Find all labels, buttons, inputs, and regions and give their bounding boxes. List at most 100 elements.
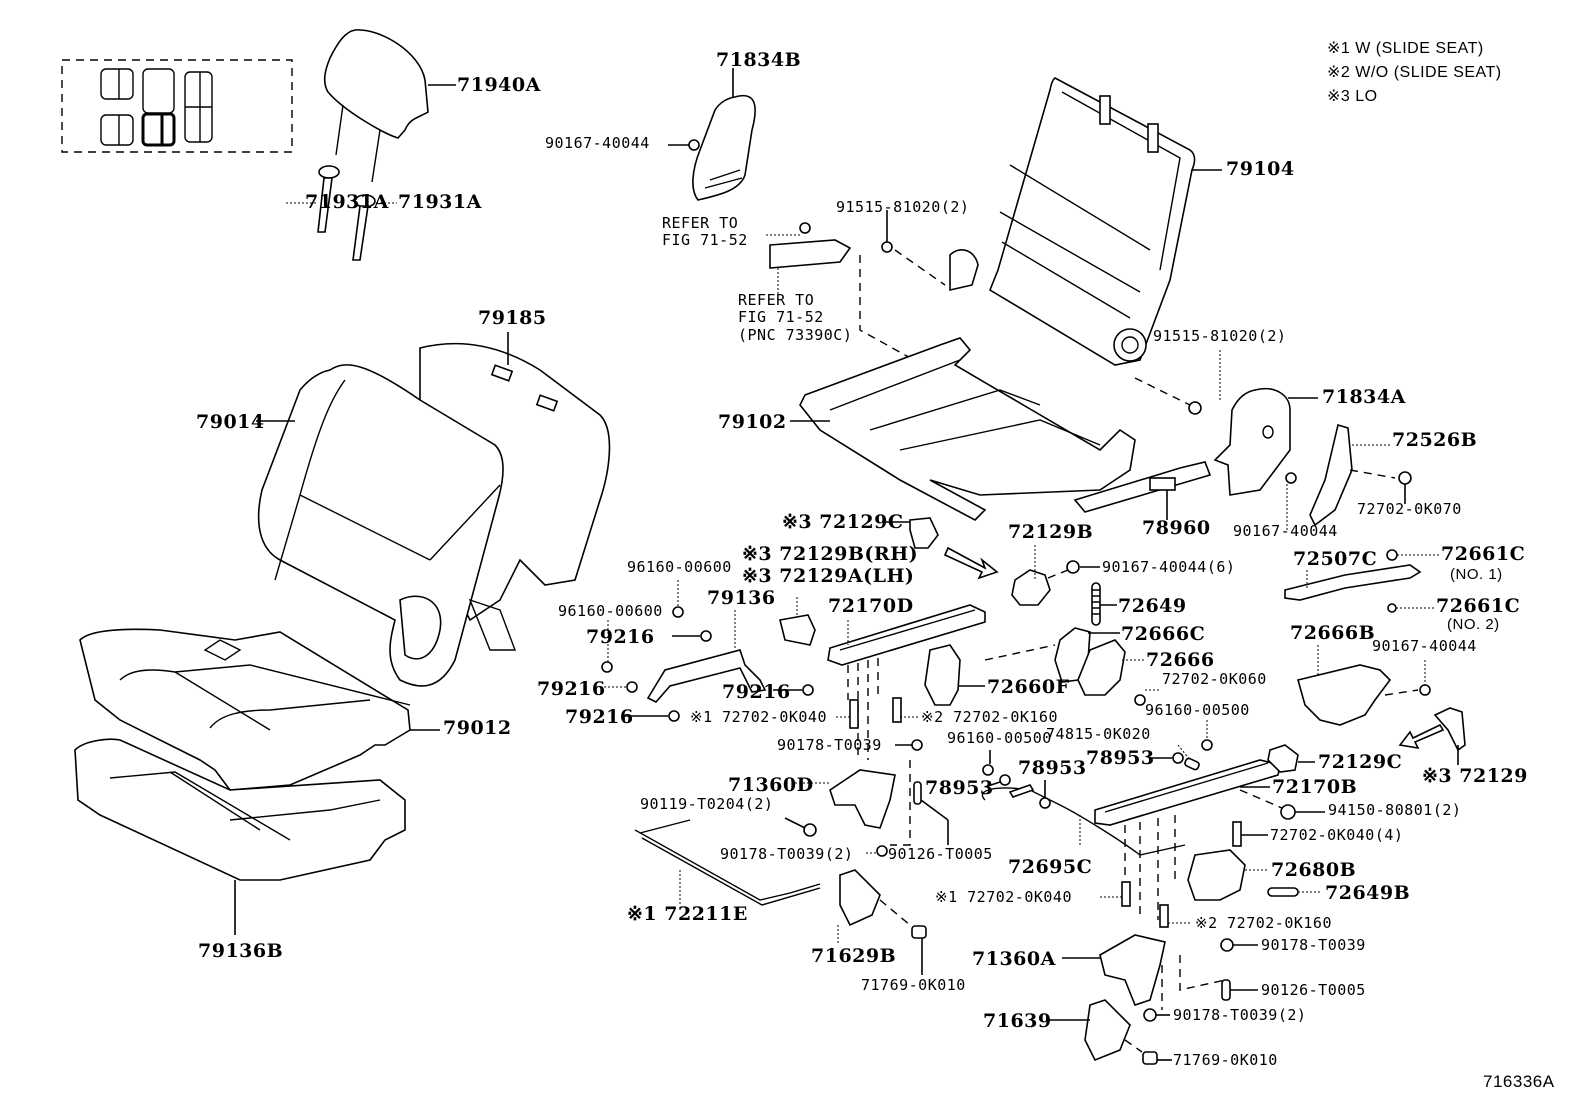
bolt-icon [849, 699, 859, 729]
part-label[interactable]: 90167-40044 [545, 134, 650, 152]
part-label[interactable]: 78953 [1086, 747, 1155, 769]
seat-hinge-d-icon [829, 769, 896, 829]
part-label[interactable]: 90119-T0204(2) [640, 795, 774, 813]
part-label[interactable]: 72129C [1318, 751, 1403, 773]
part-label[interactable]: 90167-40044(6) [1102, 558, 1236, 576]
hinge-cover-lower-b-icon [839, 869, 881, 927]
part-label[interactable]: 71834B [716, 49, 802, 71]
reference-note-b: REFER TO FIG 71-52 (PNC 73390C) [738, 291, 853, 344]
part-label[interactable]: 72680B [1271, 859, 1357, 881]
part-label[interactable]: 79136 [707, 587, 776, 609]
part-label[interactable]: 79216 [565, 706, 634, 728]
part-label[interactable]: 79216 [537, 678, 606, 700]
part-label[interactable]: 96160-00500 [947, 729, 1052, 747]
part-label[interactable]: 78953 [925, 777, 994, 799]
part-label[interactable]: 71769-0K010 [1173, 1051, 1278, 1069]
part-label[interactable]: 74815-0K020 [1046, 725, 1151, 743]
part-label[interactable]: 79104 [1226, 158, 1295, 180]
part-label[interactable]: 79014 [196, 411, 265, 433]
bolt-icon [881, 210, 946, 286]
part-label[interactable]: 71931A [398, 191, 482, 213]
part-label[interactable]: 90126-T0005 [888, 845, 993, 863]
part-label[interactable]: 94150-80801(2) [1328, 801, 1462, 819]
nut-icon [1143, 1008, 1157, 1022]
part-label[interactable]: 90178-T0039(2) [1173, 1006, 1307, 1024]
part-label[interactable]: 91515-81020(2) [1153, 327, 1287, 345]
part-label[interactable]: 79102 [718, 411, 787, 433]
part-label[interactable]: 71769-0K010 [861, 976, 966, 994]
clip-icon [982, 764, 994, 776]
part-label[interactable]: 79136B [198, 940, 284, 962]
part-label[interactable]: 79216 [722, 681, 791, 703]
part-label[interactable]: 71360D [728, 774, 814, 796]
part-label[interactable]: ※1 72702-0K040 [935, 888, 1072, 906]
seat-lock-icon [924, 644, 961, 706]
part-label[interactable]: ※3 72129A(LH) [742, 565, 915, 587]
washer-icon [700, 630, 712, 642]
part-label[interactable]: 72170B [1272, 776, 1358, 798]
part-label[interactable]: 72649 [1118, 595, 1187, 617]
part-label[interactable]: 72661C [1436, 595, 1521, 617]
legend-note-2: ※2 W/O (SLIDE SEAT) [1327, 64, 1502, 81]
part-label[interactable]: 91515-81020(2) [836, 198, 970, 216]
reference-line: (PNC 73390C) [738, 325, 853, 344]
spring-icon [1221, 979, 1231, 1001]
connecting-rod-icon [634, 819, 821, 906]
part-label[interactable]: 90167-40044 [1233, 522, 1338, 540]
part-label[interactable]: 79185 [478, 307, 547, 329]
part-label[interactable]: 71360A [972, 948, 1056, 970]
part-label[interactable]: 71639 [983, 1010, 1052, 1032]
washer-icon [999, 774, 1011, 786]
part-label[interactable]: 72666 [1146, 649, 1215, 671]
spring-icon [1091, 582, 1101, 626]
clip-icon [601, 661, 613, 673]
clip-icon [1201, 739, 1213, 751]
part-label[interactable]: 71629B [811, 945, 897, 967]
part-label[interactable]: ※3 72129B(RH) [742, 543, 919, 565]
part-label[interactable]: 90126-T0005 [1261, 981, 1366, 999]
part-label[interactable]: 96160-00600 [627, 558, 732, 576]
part-label[interactable]: 72666C [1121, 623, 1206, 645]
part-label[interactable]: 96160-00600 [558, 602, 663, 620]
part-label[interactable]: 90178-T0039(2) [720, 845, 854, 863]
part-label[interactable]: 72526B [1392, 429, 1478, 451]
part-label[interactable]: 72702-0K070 [1357, 500, 1462, 518]
part-label[interactable]: 79012 [443, 717, 512, 739]
part-label[interactable]: 90167-40044 [1372, 637, 1477, 655]
seat-track-rail-right-icon [1094, 759, 1281, 826]
nut-icon [876, 845, 888, 857]
part-label[interactable]: 90178-T0039 [777, 736, 882, 754]
washer-icon [1172, 752, 1184, 764]
part-label[interactable]: 96160-00500 [1145, 701, 1250, 719]
part-label[interactable]: ※1 72702-0K040 [690, 708, 827, 726]
part-label[interactable]: 72129B [1008, 521, 1094, 543]
part-label[interactable]: 71931A [305, 191, 389, 213]
part-label[interactable]: 72666B [1290, 622, 1376, 644]
part-label[interactable]: 78960 [1142, 517, 1211, 539]
clip-72129c-icon [909, 517, 939, 549]
part-label[interactable]: 72170D [828, 595, 914, 617]
spring-icon [1267, 887, 1299, 897]
part-label[interactable]: ※3 72129C [782, 511, 904, 533]
figure-code: 716336A [1483, 1072, 1555, 1091]
lock-cover-icon [1077, 639, 1126, 696]
part-label[interactable]: 72660F [987, 676, 1070, 698]
part-label[interactable]: 72649B [1325, 882, 1411, 904]
part-label[interactable]: 78953 [1018, 757, 1087, 779]
lock-cover-b-icon [1297, 664, 1392, 726]
part-label[interactable]: ※2 72702-0K160 [1195, 914, 1332, 932]
part-label[interactable]: 72702-0K040(4) [1270, 826, 1404, 844]
part-label[interactable]: ※1 72211E [627, 903, 748, 925]
part-label[interactable]: ※3 72129 [1422, 765, 1528, 787]
part-label[interactable]: 71834A [1322, 386, 1406, 408]
part-label[interactable]: 72507C [1293, 548, 1378, 570]
headrest-icon [323, 29, 429, 183]
part-label[interactable]: 72661C [1441, 543, 1526, 565]
part-label[interactable]: 72702-0K060 [1162, 670, 1267, 688]
part-label[interactable]: 90178-T0039 [1261, 936, 1366, 954]
washer-icon [626, 681, 638, 693]
part-label[interactable]: 72695C [1008, 856, 1093, 878]
part-label[interactable]: 79216 [586, 626, 655, 648]
part-label[interactable]: 71940A [457, 74, 541, 96]
part-label[interactable]: ※2 72702-0K160 [921, 708, 1058, 726]
